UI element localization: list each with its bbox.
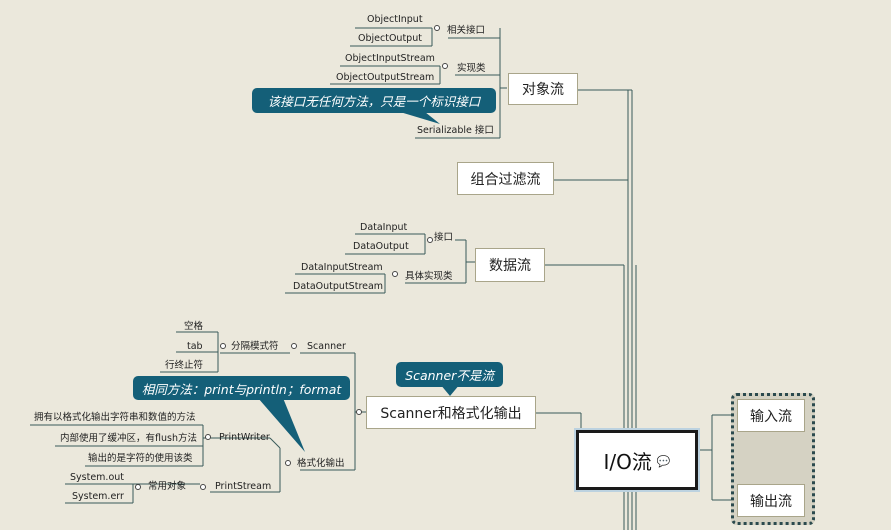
knob[interactable] xyxy=(392,271,398,277)
node-delimiter[interactable]: 分隔模式符 xyxy=(231,341,279,352)
knob[interactable] xyxy=(427,237,433,243)
node-input-stream[interactable]: 输入流 xyxy=(737,399,805,432)
node-print-stream[interactable]: PrintStream xyxy=(215,481,272,492)
knob[interactable] xyxy=(285,460,291,466)
knob[interactable] xyxy=(356,409,362,415)
node-output-stream[interactable]: 输出流 xyxy=(737,484,805,517)
node-scanner-format-output[interactable]: Scanner和格式化输出 xyxy=(366,396,536,429)
knob[interactable] xyxy=(200,484,206,490)
node-object-input[interactable]: ObjectInput xyxy=(367,14,423,25)
node-system-err[interactable]: System.err xyxy=(72,491,124,502)
node-data-input[interactable]: DataInput xyxy=(360,222,408,233)
node-common-objects[interactable]: 常用对象 xyxy=(148,481,187,492)
node-pw-char-output[interactable]: 输出的是字符的使用该类 xyxy=(88,453,193,464)
knob[interactable] xyxy=(434,25,440,31)
knob[interactable] xyxy=(442,63,448,69)
callout-serializable: 该接口无任何方法，只是一个标识接口 xyxy=(252,88,496,113)
knob[interactable] xyxy=(205,434,211,440)
callout-same-methods: 相同方法：print与println；format xyxy=(133,376,350,400)
node-impl[interactable]: 具体实现类 xyxy=(405,271,453,282)
node-serializable[interactable]: Serializable 接口 xyxy=(417,125,494,136)
node-format-output[interactable]: 格式化输出 xyxy=(297,458,345,469)
node-related-interface[interactable]: 相关接口 xyxy=(447,25,486,36)
node-object-input-stream[interactable]: ObjectInputStream xyxy=(345,53,435,64)
callout-scanner-not-stream: Scanner不是流 xyxy=(396,362,503,387)
node-root-io-stream[interactable]: I/O流 💬 xyxy=(576,430,698,490)
node-system-out[interactable]: System.out xyxy=(70,472,125,483)
node-object-stream[interactable]: 对象流 xyxy=(508,73,578,105)
node-print-writer[interactable]: PrintWriter xyxy=(219,432,270,443)
node-tab[interactable]: tab xyxy=(187,341,203,352)
node-object-output-stream[interactable]: ObjectOutputStream xyxy=(336,72,435,83)
node-line-terminator[interactable]: 行终止符 xyxy=(165,360,204,371)
node-pw-buffer[interactable]: 内部使用了缓冲区，有flush方法 xyxy=(60,433,197,444)
node-data-output-stream[interactable]: DataOutputStream xyxy=(293,281,384,292)
node-combined-filter-stream[interactable]: 组合过滤流 xyxy=(457,162,554,195)
node-data-output[interactable]: DataOutput xyxy=(353,241,409,252)
node-space[interactable]: 空格 xyxy=(184,321,204,332)
node-impl-class[interactable]: 实现类 xyxy=(457,63,486,74)
root-label: I/O流 xyxy=(603,449,652,474)
node-data-input-stream[interactable]: DataInputStream xyxy=(301,262,383,273)
node-interface[interactable]: 接口 xyxy=(434,232,454,243)
knob[interactable] xyxy=(220,343,226,349)
knob[interactable] xyxy=(135,484,141,490)
node-data-stream[interactable]: 数据流 xyxy=(475,248,545,282)
speech-bubble-icon[interactable]: 💬 xyxy=(656,455,671,468)
knob[interactable] xyxy=(291,343,297,349)
node-object-output[interactable]: ObjectOutput xyxy=(358,33,422,44)
node-pw-format-methods[interactable]: 拥有以格式化输出字符串和数值的方法 xyxy=(34,412,196,423)
node-scanner[interactable]: Scanner xyxy=(307,341,346,352)
